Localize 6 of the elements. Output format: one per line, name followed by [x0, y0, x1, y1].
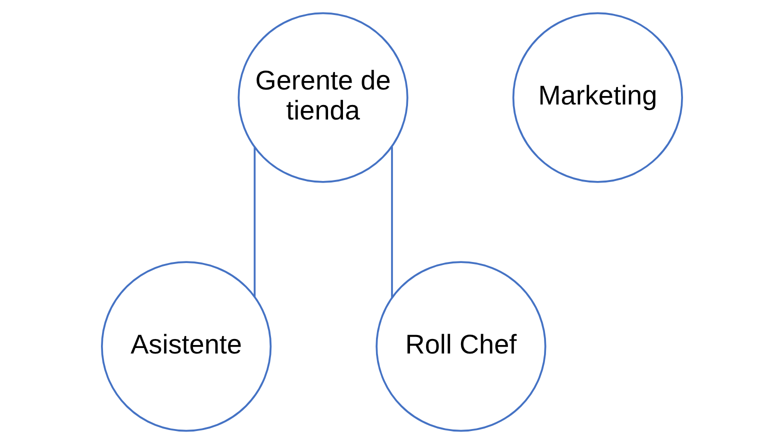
connector [253, 147, 256, 297]
node-circle: Marketing [512, 12, 682, 183]
node-circle: Asistente [100, 261, 272, 432]
node-circle: Gerente de tienda [237, 12, 408, 183]
node-circle: Roll Chef [375, 261, 546, 432]
connector [390, 146, 392, 298]
